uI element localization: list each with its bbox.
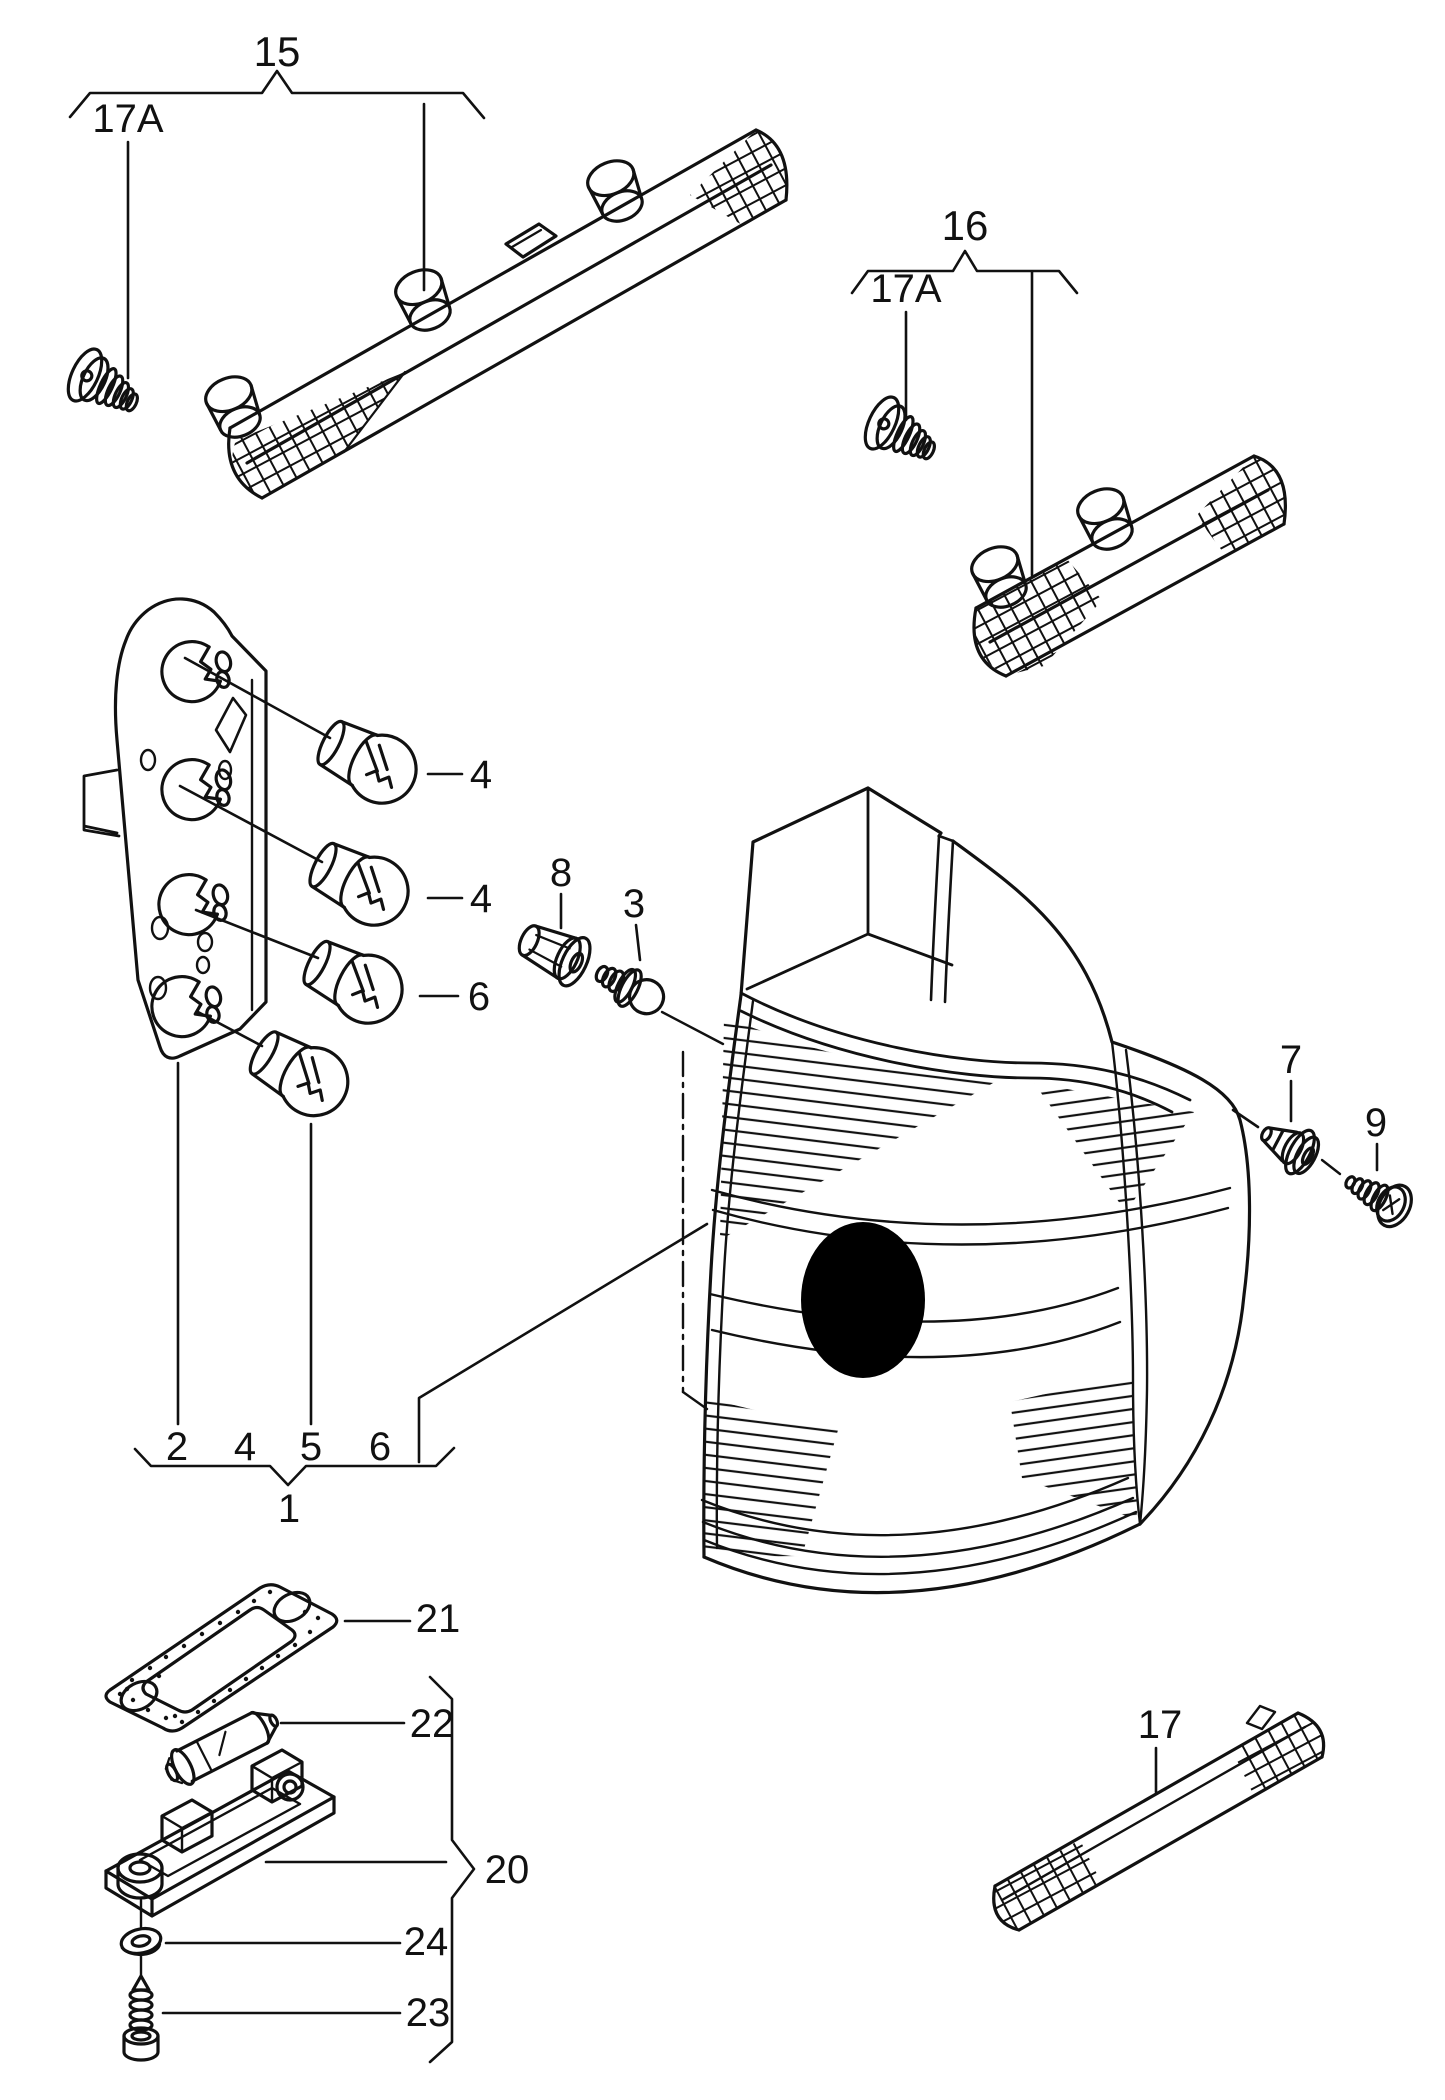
marker-light [964, 454, 1287, 678]
gasket-21 [104, 1583, 412, 1733]
label-2: 2 [166, 1425, 188, 1469]
assembly-bracket-1 [133, 1061, 709, 1487]
label-20: 20 [485, 1848, 530, 1892]
reflector-17 [992, 1704, 1326, 1932]
label-9: 9 [1365, 1101, 1387, 1145]
label-3: 3 [623, 882, 645, 926]
screw-23 [122, 1954, 402, 2062]
bulb-6 [194, 908, 460, 1037]
label-17: 17 [1138, 1703, 1183, 1747]
label-4-item: 4 [234, 1425, 256, 1469]
callout-16 [850, 249, 1079, 577]
high-brake-light-screw [59, 342, 152, 427]
label-23: 23 [406, 1991, 451, 2035]
bulb-4-lower [178, 784, 464, 939]
tail-light-housing [739, 786, 1252, 1526]
bulb-carrier-plate [82, 597, 268, 1060]
label-6-item: 6 [369, 1425, 391, 1469]
marker-light-screw [856, 390, 949, 475]
bulb-5 [196, 1010, 362, 1130]
ball-screw-3 [594, 923, 666, 1016]
festoon-bulb-22 [164, 1710, 406, 1786]
label-17a-left: 17A [92, 97, 163, 141]
tail-light-lens [700, 991, 1232, 1595]
label-4-lower: 4 [470, 877, 492, 921]
bracket-20 [428, 1675, 476, 2064]
label-8: 8 [550, 851, 572, 895]
label-16: 16 [942, 202, 989, 249]
lens-center-badge [801, 1222, 925, 1378]
label-5-item: 5 [300, 1425, 322, 1469]
label-24: 24 [404, 1920, 449, 1964]
label-15: 15 [254, 28, 301, 75]
license-lamp-20 [104, 1748, 448, 1918]
label-7: 7 [1280, 1038, 1302, 1082]
washer-24 [119, 1898, 402, 1957]
clip-7 [1231, 1079, 1321, 1176]
label-4-upper: 4 [470, 753, 492, 797]
high-brake-light [198, 128, 789, 500]
label-1: 1 [278, 1487, 300, 1531]
label-22: 22 [410, 1702, 455, 1746]
label-6: 6 [468, 975, 490, 1019]
screw-9 [1320, 1142, 1413, 1229]
expansion-nut-8 [517, 892, 592, 988]
bulb-4-upper [183, 656, 464, 817]
label-17a-right: 17A [870, 267, 941, 311]
mounting-axis-line [660, 1010, 725, 1411]
callout-15 [68, 69, 486, 292]
label-21: 21 [416, 1597, 461, 1641]
